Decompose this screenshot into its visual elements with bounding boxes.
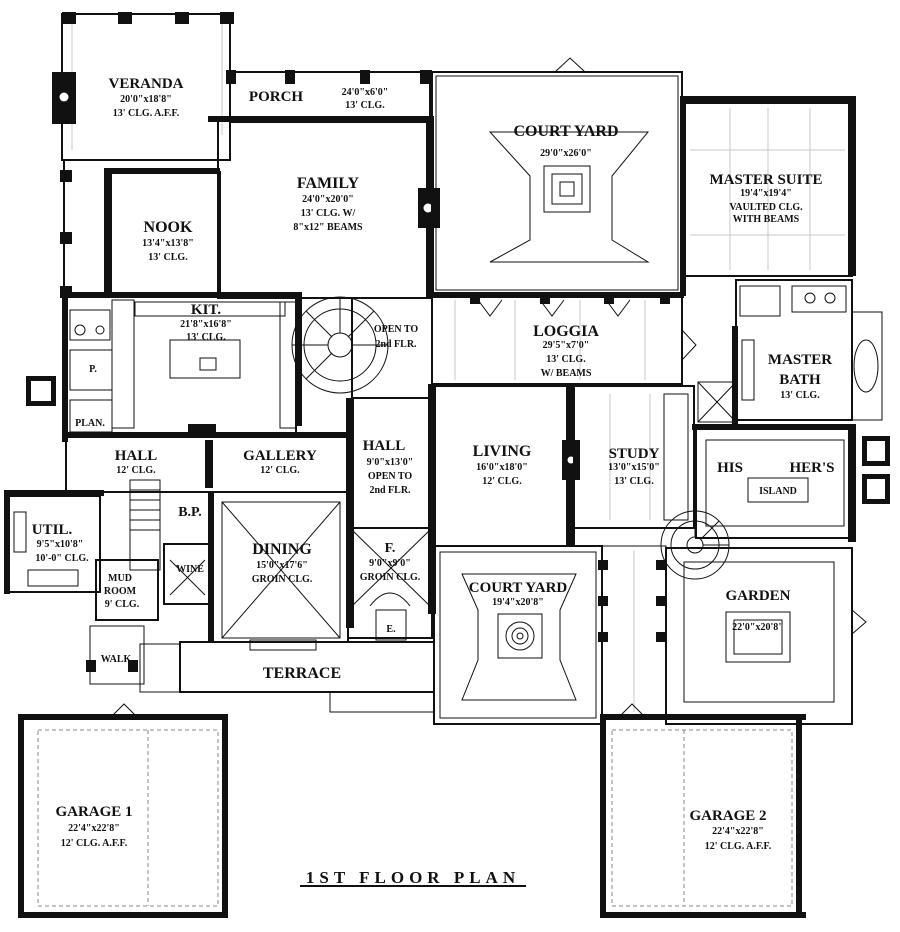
master-suite-beams: WITH BEAMS xyxy=(733,214,800,225)
family-dim: 24'0"x20'0" xyxy=(302,194,354,205)
hall-center-floor: 2nd FLR. xyxy=(369,485,411,496)
garage-2-label: GARAGE 2 xyxy=(689,808,766,824)
courtyard-south-dim: 19'4"x20'8" xyxy=(492,597,544,608)
terrace-label: TERRACE xyxy=(263,665,341,682)
loggia-beams: W/ BEAMS xyxy=(541,368,592,379)
foyer-label: F. xyxy=(385,541,396,556)
hall-center-open: OPEN TO xyxy=(368,471,413,482)
courtyard-north-dim: 29'0"x26'0" xyxy=(540,148,592,159)
master-bath-clg: 13' CLG. xyxy=(780,390,820,401)
plan-title: 1ST FLOOR PLAN xyxy=(306,868,520,887)
island-label: ISLAND xyxy=(759,486,797,497)
foyer-dim: 9'0"x9'0" xyxy=(369,558,411,569)
entry-label: E. xyxy=(386,624,396,635)
planning-label: PLAN. xyxy=(75,418,105,429)
hall-center-label: HALL xyxy=(363,438,406,454)
porch-clg: 13' CLG. xyxy=(345,100,385,111)
open-to-label: OPEN TO xyxy=(374,324,419,335)
master-suite-label: MASTER SUITE xyxy=(710,172,823,188)
util-label: UTIL. xyxy=(32,522,73,538)
mud-label: MUD xyxy=(108,573,132,584)
living-dim: 16'0"x18'0" xyxy=(476,462,528,473)
family-beams: 8"x12" BEAMS xyxy=(293,222,363,233)
room-labels: VERANDA 20'0"x18'8" 13' CLG. A.F.F. PORC… xyxy=(32,76,835,887)
mud-clg: 9' CLG. xyxy=(105,599,140,610)
gallery-label: GALLERY xyxy=(243,448,317,464)
veranda-label: VERANDA xyxy=(109,76,184,92)
hall-west-clg: 12' CLG. xyxy=(116,465,156,476)
porch-label: PORCH xyxy=(249,89,303,105)
hall-center-dim: 9'0"x13'0" xyxy=(367,457,414,468)
garage-1-label: GARAGE 1 xyxy=(55,804,132,820)
util-clg: 10'-0" CLG. xyxy=(35,553,89,564)
hers-label: HER'S xyxy=(789,460,834,476)
garden-label: GARDEN xyxy=(725,588,790,604)
garage-2-clg: 12' CLG. A.F.F. xyxy=(705,841,772,852)
loggia-clg: 13' CLG. xyxy=(546,354,586,365)
master-bath-label: MASTER xyxy=(768,352,832,368)
dining-clg: GROIN CLG. xyxy=(252,574,313,585)
loggia-label: LOGGIA xyxy=(533,323,599,340)
garden-dim: 22'0"x20'8" xyxy=(732,622,784,633)
garage-1-clg: 12' CLG. A.F.F. xyxy=(61,838,128,849)
dining-label: DINING xyxy=(252,541,312,558)
wine-label: WINE xyxy=(176,564,204,575)
garage-2-dim: 22'4"x22'8" xyxy=(712,826,764,837)
study-label: STUDY xyxy=(609,446,660,462)
study-clg: 13' CLG. xyxy=(614,476,654,487)
kit-dim: 21'8"x16'8" xyxy=(180,319,232,330)
veranda-dim: 20'0"x18'8" xyxy=(120,94,172,105)
veranda-clg: 13' CLG. A.F.F. xyxy=(113,108,180,119)
gallery-clg: 12' CLG. xyxy=(260,465,300,476)
walls xyxy=(4,12,890,918)
kit-label: KIT. xyxy=(191,302,221,318)
courtyard-north-label: COURT YARD xyxy=(513,123,618,140)
pantry-label: P. xyxy=(89,364,97,375)
master-suite-clg: VAULTED CLG. xyxy=(729,202,803,213)
util-dim: 9'5"x10'8" xyxy=(37,539,84,550)
master-suite-dim: 19'4"x19'4" xyxy=(740,188,792,199)
living-label: LIVING xyxy=(473,443,532,460)
open-to-floor: 2nd FLR. xyxy=(375,339,417,350)
family-label: FAMILY xyxy=(297,175,360,192)
nook-label: NOOK xyxy=(144,219,193,236)
bp-label: B.P. xyxy=(178,505,202,520)
hall-west-label: HALL xyxy=(115,448,158,464)
foyer-clg: GROIN CLG. xyxy=(360,572,421,583)
dining-dim: 15'0"x17'6" xyxy=(256,560,308,571)
living-clg: 12' CLG. xyxy=(482,476,522,487)
study-dim: 13'0"x15'0" xyxy=(608,462,660,473)
his-label: HIS xyxy=(717,460,743,476)
nook-clg: 13' CLG. xyxy=(148,252,188,263)
mud-room: ROOM xyxy=(104,586,137,597)
courtyard-south-label: COURT YARD xyxy=(469,580,568,596)
nook-dim: 13'4"x13'8" xyxy=(142,238,194,249)
walk-label: WALK xyxy=(101,654,132,665)
porch-dim: 24'0"x6'0" xyxy=(342,87,389,98)
family-clg: 13' CLG. W/ xyxy=(301,208,356,219)
garage-1-dim: 22'4"x22'8" xyxy=(68,823,120,834)
kit-clg: 13' CLG. xyxy=(186,332,226,343)
master-bath-sub: BATH xyxy=(779,372,821,388)
loggia-dim: 29'5"x7'0" xyxy=(543,340,590,351)
